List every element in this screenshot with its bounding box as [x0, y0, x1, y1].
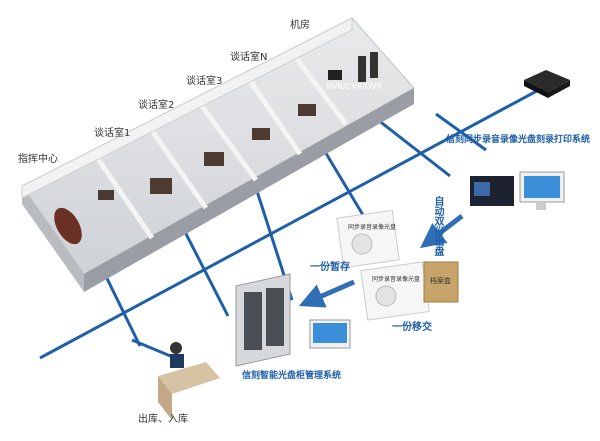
disc-cards	[336, 209, 459, 321]
room-label-n: 谈话室N	[230, 52, 268, 63]
in-out-label: 出库、入库	[138, 414, 188, 425]
nvr-label: NVR/CVR/DVR	[326, 82, 383, 91]
burn-system-label: 信刻同步录音录像光盘刻录打印系统	[446, 135, 591, 145]
room-label-command: 指挥中心	[18, 154, 58, 165]
disc-cabinet	[235, 273, 351, 367]
box-label: 档案盒	[430, 277, 451, 285]
room-label-3: 谈话室3	[186, 76, 223, 87]
cabinet-system-label: 信刻智能光盘柜管理系统	[242, 371, 342, 381]
disc-title-2: 同步录音录像光盘	[372, 276, 421, 283]
auto-burn-label: 自动双份出盘	[432, 196, 443, 256]
network-switch	[524, 70, 570, 98]
flow-arrows	[298, 214, 464, 308]
operator-desk	[158, 342, 220, 420]
store-label: 一份暂存	[310, 262, 350, 273]
disc-title-1: 同步录音录像光盘	[348, 224, 397, 231]
transfer-label: 一份移交	[392, 322, 432, 333]
building	[21, 17, 415, 292]
room-label-2: 谈话室2	[138, 100, 175, 111]
room-label-1: 谈话室1	[94, 128, 131, 139]
room-label-machine: 机房	[290, 20, 310, 31]
burn-device	[470, 171, 565, 210]
